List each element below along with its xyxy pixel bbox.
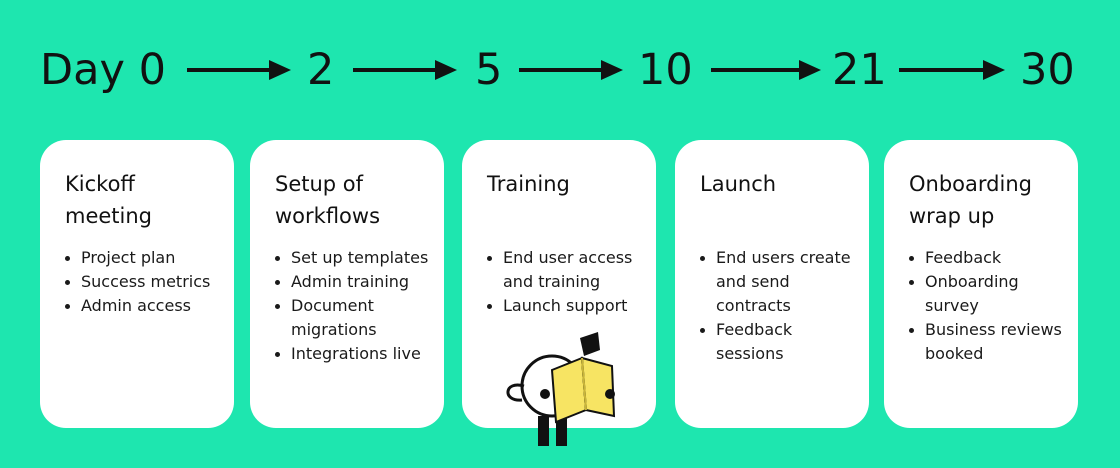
card-list: Feedback Onboarding survey Business revi…	[909, 246, 1064, 366]
list-item: Onboarding survey	[909, 270, 1064, 318]
timeline-label-10: 10	[638, 45, 693, 95]
card-list: End user access and training Launch supp…	[487, 246, 642, 318]
arrow-icon	[899, 58, 1006, 82]
card-title: Onboarding wrap up	[909, 168, 1064, 232]
list-item: Document migrations	[275, 294, 430, 342]
list-item: Feedback sessions	[700, 318, 855, 366]
timeline-label-2: 2	[307, 45, 335, 95]
card-title: Training	[487, 168, 642, 200]
card-list: End users create and send contracts Feed…	[700, 246, 855, 366]
list-item: End user access and training	[487, 246, 642, 294]
card-title-line: wrap up	[909, 204, 995, 228]
reading-character-icon	[500, 330, 630, 450]
card-title: Setup of workflows	[275, 168, 430, 232]
card-onboarding-wrap-up: Onboarding wrap up Feedback Onboarding s…	[884, 140, 1078, 428]
card-title-line: Onboarding	[909, 172, 1032, 196]
card-title: Launch	[700, 168, 855, 200]
arrow-icon	[187, 58, 292, 82]
list-item: Business reviews booked	[909, 318, 1064, 366]
arrow-icon	[353, 58, 458, 82]
list-item: Success metrics	[65, 270, 220, 294]
card-list: Set up templates Admin training Document…	[275, 246, 430, 366]
timeline-label-5: 5	[475, 45, 503, 95]
card-launch: Launch End users create and send contrac…	[675, 140, 869, 428]
arrow-icon	[711, 58, 822, 82]
card-setup-of-workflows: Setup of workflows Set up templates Admi…	[250, 140, 444, 428]
list-item: Project plan	[65, 246, 220, 270]
card-title: Kickoff meeting	[65, 168, 220, 232]
list-item: Admin access	[65, 294, 220, 318]
card-title-line: meeting	[65, 204, 153, 228]
list-item: Set up templates	[275, 246, 430, 270]
timeline-label-day-0: Day 0	[40, 45, 166, 95]
card-list: Project plan Success metrics Admin acces…	[65, 246, 220, 318]
list-item: Integrations live	[275, 342, 430, 366]
card-title-line: Setup of	[275, 172, 364, 196]
arrow-icon	[519, 58, 624, 82]
list-item: Launch support	[487, 294, 642, 318]
timeline: Day 0 2 5 10 21 30	[0, 0, 1120, 130]
timeline-label-21: 21	[832, 45, 887, 95]
card-title-line: Training	[487, 172, 570, 196]
card-kickoff-meeting: Kickoff meeting Project plan Success met…	[40, 140, 234, 428]
card-title-line: Launch	[700, 172, 777, 196]
list-item: End users create and send contracts	[700, 246, 855, 318]
card-training: Training End user access and training La…	[462, 140, 656, 428]
list-item: Feedback	[909, 246, 1064, 270]
list-item: Admin training	[275, 270, 430, 294]
card-title-line: Kickoff	[65, 172, 135, 196]
timeline-label-30: 30	[1020, 45, 1075, 95]
card-title-line: workflows	[275, 204, 381, 228]
